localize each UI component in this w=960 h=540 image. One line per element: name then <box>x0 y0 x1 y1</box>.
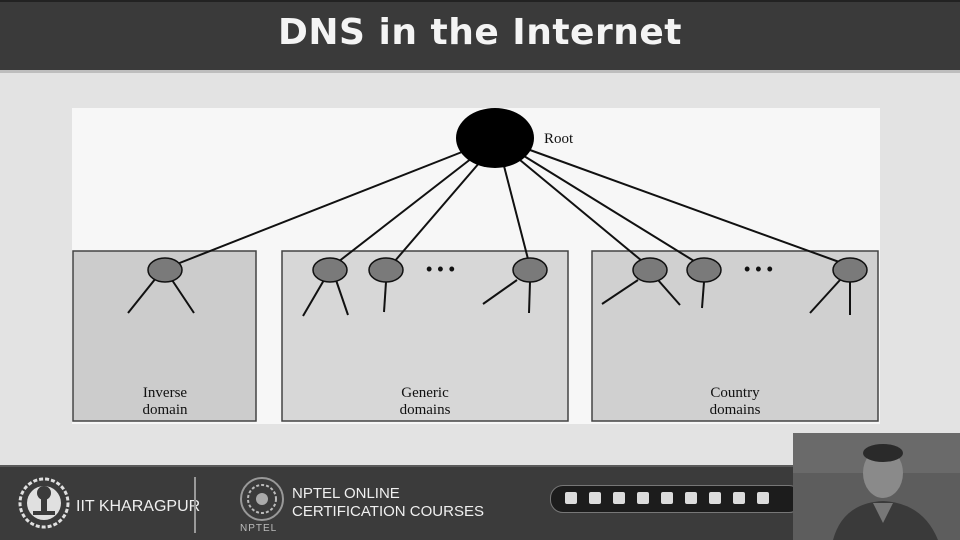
institute-name: IIT KHARAGPUR <box>76 498 201 515</box>
footer-divider <box>194 477 196 533</box>
domain-nodes <box>147 257 868 283</box>
edge-root-generic-2 <box>393 161 481 263</box>
node-generic-2 <box>368 257 404 283</box>
node-country-2 <box>686 257 722 283</box>
nptel-sub-label: NPTEL <box>240 523 278 534</box>
pointer-tool-icon[interactable] <box>565 492 577 504</box>
domain-label-generic-2: domains <box>400 402 451 418</box>
node-inverse <box>147 257 183 283</box>
ellipsis-generic: • • • <box>426 259 455 279</box>
edge-root-inverse <box>176 149 468 265</box>
edge-root-generic-3 <box>503 165 529 260</box>
pen-tool-icon[interactable] <box>589 492 601 504</box>
root-label: Root <box>544 131 574 147</box>
child-edges <box>127 277 851 317</box>
slide-title: DNS in the Internet <box>278 12 682 53</box>
text-tool-icon[interactable] <box>685 492 697 504</box>
edge-root-country-1 <box>519 159 643 262</box>
edge-root-country-2 <box>523 155 695 262</box>
dns-tree-svg: Root • • • • • • Inverse domain Generic … <box>72 108 879 422</box>
presenter-silhouette <box>793 433 960 540</box>
ellipsis-country: • • • <box>744 259 773 279</box>
domain-label-inverse-1: Inverse <box>143 385 187 401</box>
dns-tree-diagram: Root • • • • • • Inverse domain Generic … <box>72 108 880 424</box>
root-node <box>456 108 534 168</box>
marker-tool-icon[interactable] <box>733 492 745 504</box>
nptel-title-line2: CERTIFICATION COURSES <box>292 503 484 520</box>
node-generic-1 <box>312 257 348 283</box>
nptel-logo-icon <box>240 477 284 521</box>
root-edges <box>176 149 843 265</box>
domain-label-country-2: domains <box>710 402 761 418</box>
node-country-1 <box>632 257 668 283</box>
nptel-title-line1: NPTEL ONLINE <box>292 485 400 502</box>
domain-label-generic-1: Generic <box>401 385 449 401</box>
title-underline <box>0 70 960 73</box>
line-tool-icon[interactable] <box>709 492 721 504</box>
presenter-webcam <box>793 433 960 540</box>
node-generic-3 <box>512 257 548 283</box>
shape-tool-icon[interactable] <box>661 492 673 504</box>
edge-root-country-3 <box>529 149 843 264</box>
domain-label-country-1: Country <box>710 385 760 401</box>
iit-kharagpur-logo-icon <box>18 477 70 529</box>
highlighter-tool-icon[interactable] <box>613 492 625 504</box>
eraser-tool-icon[interactable] <box>637 492 649 504</box>
domain-label-inverse-2: domain <box>143 402 188 418</box>
edge-root-generic-1 <box>337 157 473 263</box>
clear-tool-icon[interactable] <box>757 492 769 504</box>
node-country-3 <box>832 257 868 283</box>
title-bar: DNS in the Internet <box>0 0 960 70</box>
annotation-toolbar[interactable] <box>550 485 802 513</box>
